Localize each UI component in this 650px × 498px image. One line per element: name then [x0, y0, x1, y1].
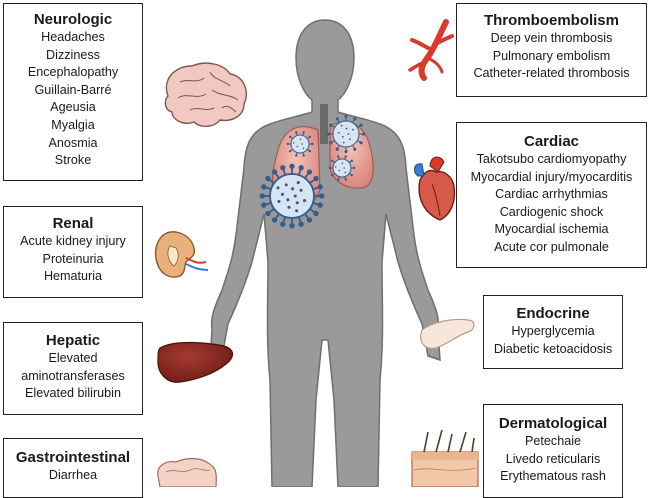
list-item: Myocardial ischemia	[494, 222, 609, 237]
list-item: Takotsubo cardiomyopathy	[476, 152, 627, 166]
list-item: Livedo reticularis	[505, 451, 601, 466]
intestines-icon	[157, 457, 217, 487]
list-item: Catheter-related thrombosis	[473, 66, 630, 81]
trachea	[320, 104, 328, 144]
list-item: Hyperglycemia	[511, 324, 595, 338]
cardiac-title: Cardiac	[523, 133, 580, 150]
list-item: Encephalopathy	[27, 65, 119, 80]
neurologic-list: Headaches Dizziness Encephalopathy Guill…	[4, 29, 142, 170]
thromboembolism-box: Thromboembolism Deep vein thrombosis Pul…	[456, 3, 647, 97]
list-item: Hematuria	[43, 269, 103, 284]
virus-icon	[328, 155, 356, 181]
thromboembolism-title: Thromboembolism	[483, 12, 619, 29]
renal-list: Acute kidney injury Proteinuria Hematuri…	[4, 233, 142, 286]
list-item: Cardiac arrhythmias	[495, 187, 608, 202]
human-body-silhouette	[209, 19, 441, 487]
endocrine-title: Endocrine	[516, 305, 590, 322]
list-item: Deep vein thrombosis	[490, 31, 613, 45]
list-item: Pulmonary embolism	[492, 48, 611, 63]
list-item: Ageusia	[50, 100, 96, 115]
list-item: Headaches	[41, 30, 105, 44]
endocrine-list: Hyperglycemia Diabetic ketoacidosis	[484, 323, 622, 358]
blood-vessel-icon	[408, 19, 454, 81]
kidney-icon	[154, 231, 209, 278]
list-item: Stroke	[54, 153, 92, 168]
list-item: Cardiogenic shock	[499, 204, 604, 219]
gastrointestinal-title: Gastrointestinal	[15, 449, 131, 466]
renal-title: Renal	[52, 215, 94, 232]
list-item: Dizziness	[46, 47, 100, 62]
dermatological-box: Dermatological Petechaie Livedo reticula…	[483, 404, 623, 498]
pancreas-icon	[420, 318, 475, 349]
thromboembolism-list: Deep vein thrombosis Pulmonary embolism …	[457, 30, 646, 83]
cardiac-list: Takotsubo cardiomyopathy Myocardial inju…	[457, 151, 646, 257]
list-item: aminotransferases	[21, 368, 125, 383]
list-item: Diabetic ketoacidosis	[493, 341, 613, 356]
hepatic-box: Hepatic Elevated aminotransferases Eleva…	[3, 322, 143, 415]
gastrointestinal-list: Diarrhea	[4, 467, 142, 485]
virus-particles	[259, 114, 366, 229]
list-item: Acute kidney injury	[20, 234, 126, 248]
neurologic-box: Neurologic Headaches Dizziness Encephalo…	[3, 3, 143, 181]
list-item: Erythematous rash	[500, 469, 606, 484]
list-item: Acute cor pulmonale	[494, 239, 609, 254]
list-item: Myalgia	[51, 117, 95, 132]
virus-icon	[259, 163, 325, 229]
hepatic-title: Hepatic	[45, 332, 101, 349]
endocrine-box: Endocrine Hyperglycemia Diabetic ketoaci…	[483, 295, 623, 369]
dermatological-list: Petechaie Livedo reticularis Erythematou…	[484, 433, 622, 486]
virus-icon	[286, 131, 314, 157]
liver-icon	[157, 341, 234, 383]
list-item: Elevated bilirubin	[25, 386, 121, 401]
virus-icon	[326, 114, 366, 154]
list-item: Diarrhea	[48, 468, 98, 482]
brain-icon	[164, 62, 248, 127]
gastrointestinal-box: Gastrointestinal Diarrhea	[3, 438, 143, 498]
hepatic-list: Elevated aminotransferases Elevated bili…	[4, 350, 142, 403]
skin-icon	[411, 429, 479, 487]
list-item: Anosmia	[48, 135, 98, 150]
list-item: Myocardial injury/myocarditis	[470, 169, 633, 184]
renal-box: Renal Acute kidney injury Proteinuria He…	[3, 206, 143, 298]
illustration	[154, 19, 479, 487]
neurologic-title: Neurologic	[33, 11, 113, 28]
list-item: Elevated	[48, 351, 98, 365]
list-item: Petechaie	[524, 434, 581, 448]
list-item: Proteinuria	[42, 251, 104, 266]
cardiac-box: Cardiac Takotsubo cardiomyopathy Myocard…	[456, 122, 647, 268]
dermatological-title: Dermatological	[498, 415, 608, 432]
heart-icon	[414, 156, 456, 221]
list-item: Guillain-Barré	[34, 82, 112, 97]
